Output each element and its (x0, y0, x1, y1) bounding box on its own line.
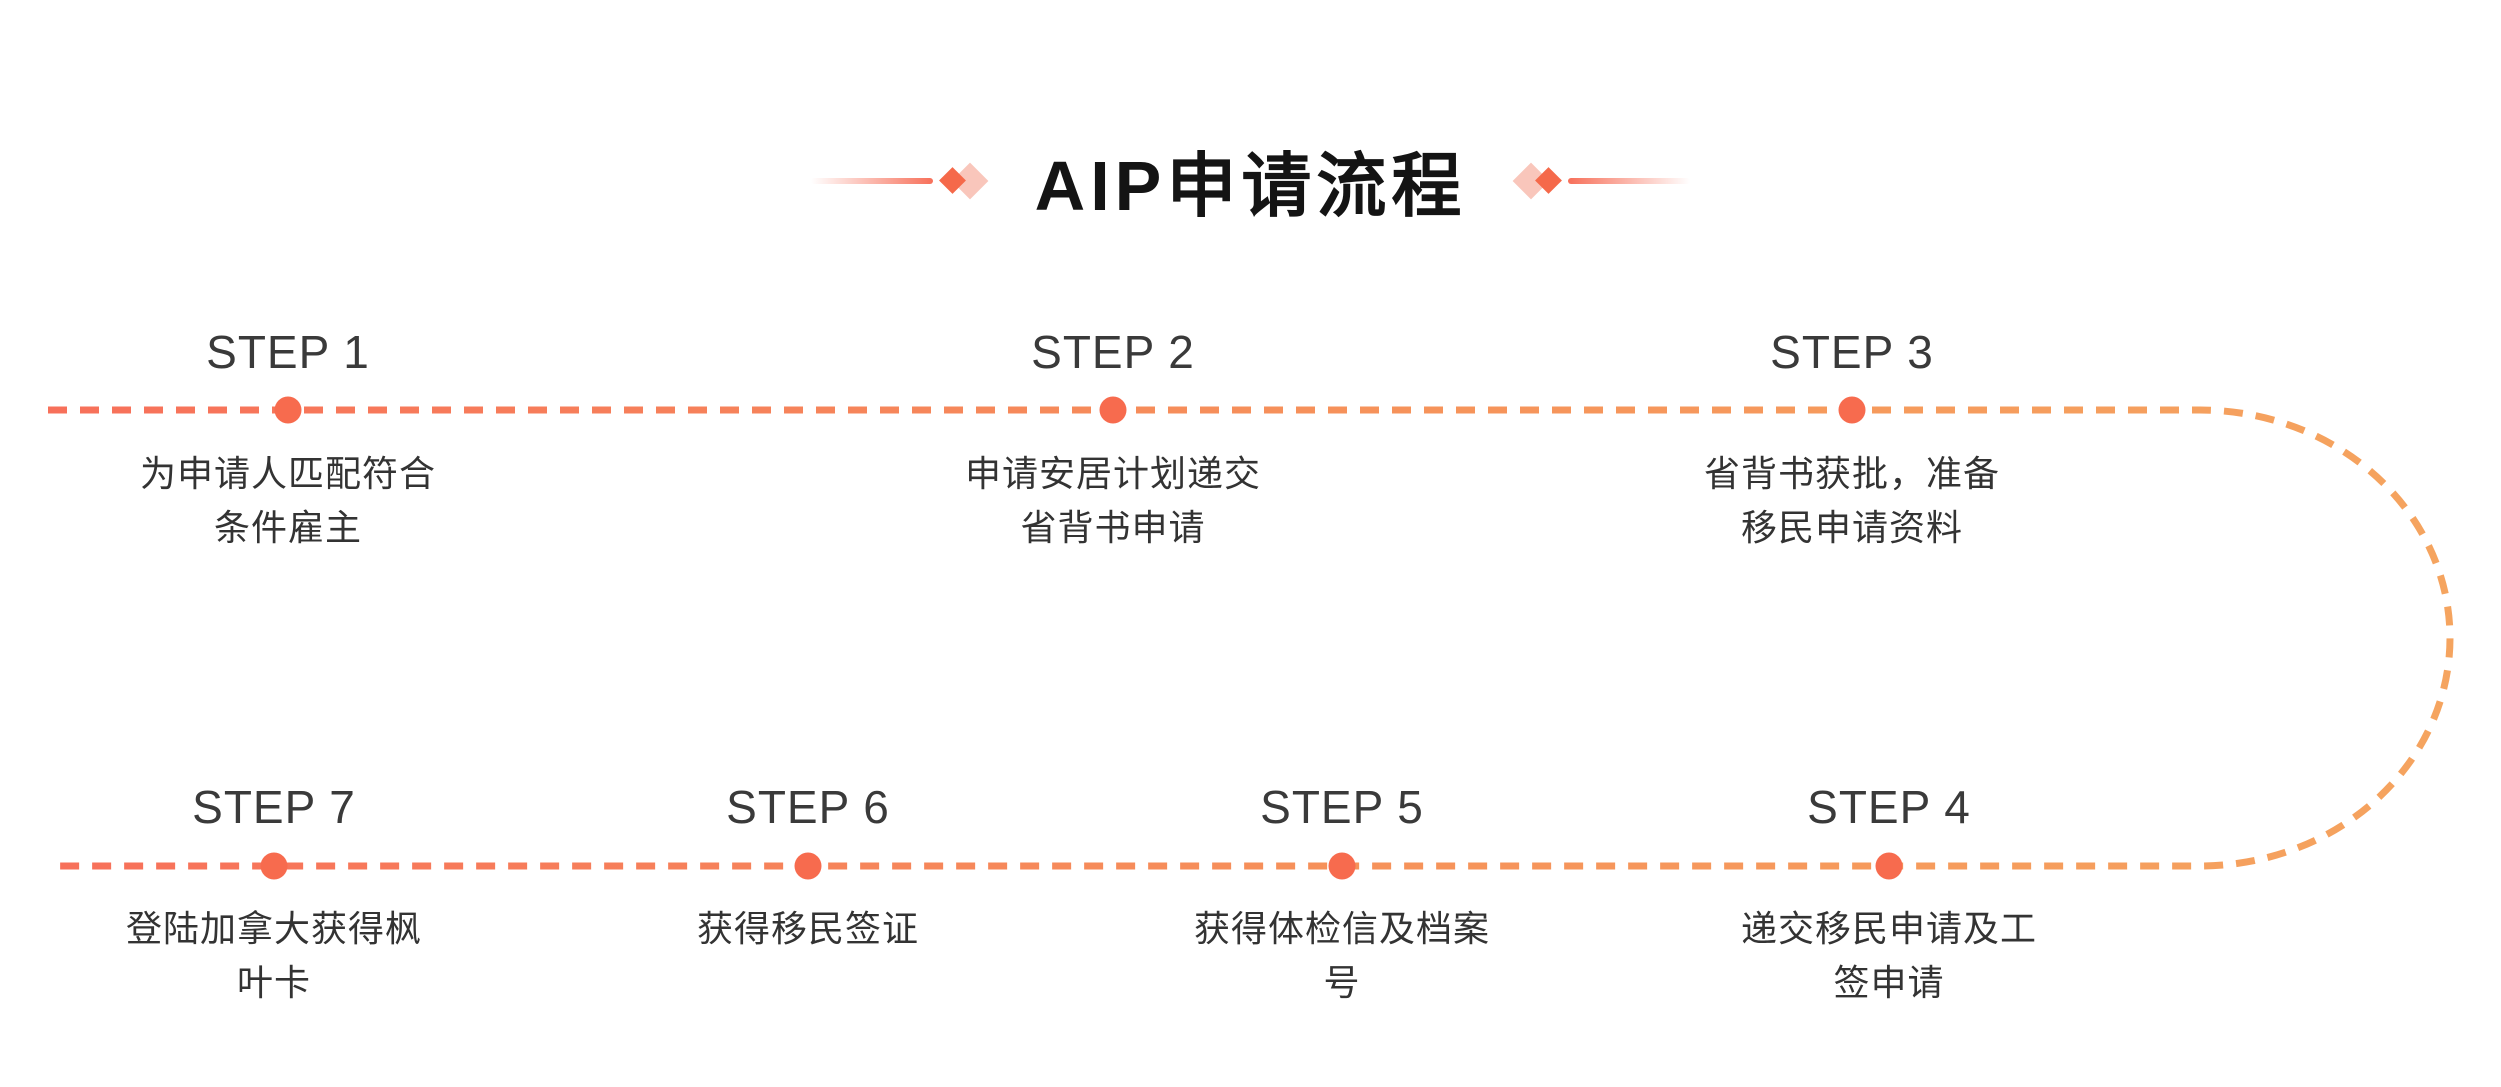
step-4: STEP 4 递交移民申请及工 签申请 (1649, 782, 2129, 1010)
step-2-label: STEP 2 (1031, 326, 1195, 378)
step-1: STEP 1 为申请人匹配符合 条件雇主 (48, 327, 528, 555)
step-5-label: STEP 5 (1260, 781, 1424, 833)
step-6-description: 获得移民签证 (696, 908, 919, 949)
step-7: STEP 7 登陆加拿大获得枫 叶卡 (34, 782, 514, 1010)
divider-line-icon (810, 177, 933, 184)
step-6-label: STEP 6 (726, 781, 890, 833)
step-2: STEP 2 申请安居计划递交 省背书申请 (873, 327, 1353, 555)
title-decoration-left (810, 162, 989, 199)
step-6-dot-icon (794, 852, 822, 880)
step-5-dot-icon (1328, 852, 1356, 880)
step-4-description: 递交移民申请及工 签申请 (1740, 908, 2037, 1003)
step-1-dot-icon (274, 396, 302, 424)
page-title: AIP申请流程 (1034, 147, 1467, 225)
step-4-label: STEP 4 (1807, 781, 1971, 833)
divider-line-icon (1568, 177, 1691, 184)
step-1-description: 为申请人匹配符合 条件雇主 (139, 453, 436, 548)
step-7-description: 登陆加拿大获得枫 叶卡 (125, 908, 422, 1003)
dashed-timeline-icon (48, 406, 2454, 870)
step-2-description: 申请安居计划递交 省背书申请 (964, 453, 1261, 548)
step-3-label: STEP 3 (1770, 326, 1934, 378)
step-1-label: STEP 1 (206, 326, 370, 378)
header: AIP申请流程 (0, 130, 2501, 231)
step-6: STEP 6 获得移民签证 (568, 782, 1048, 956)
step-2-dot-icon (1099, 396, 1127, 424)
step-7-dot-icon (260, 852, 288, 880)
step-7-label: STEP 7 (192, 781, 356, 833)
step-3-dot-icon (1838, 396, 1866, 424)
step-5: STEP 5 获得体检信及档案 号 (1102, 782, 1582, 1010)
step-3: STEP 3 省背书获批，准备 移民申请资料 (1612, 327, 2092, 555)
step-5-description: 获得体检信及档案 号 (1193, 908, 1490, 1003)
title-decoration-right (1512, 162, 1691, 199)
step-3-description: 省背书获批，准备 移民申请资料 (1703, 453, 2000, 548)
step-4-dot-icon (1875, 852, 1903, 880)
